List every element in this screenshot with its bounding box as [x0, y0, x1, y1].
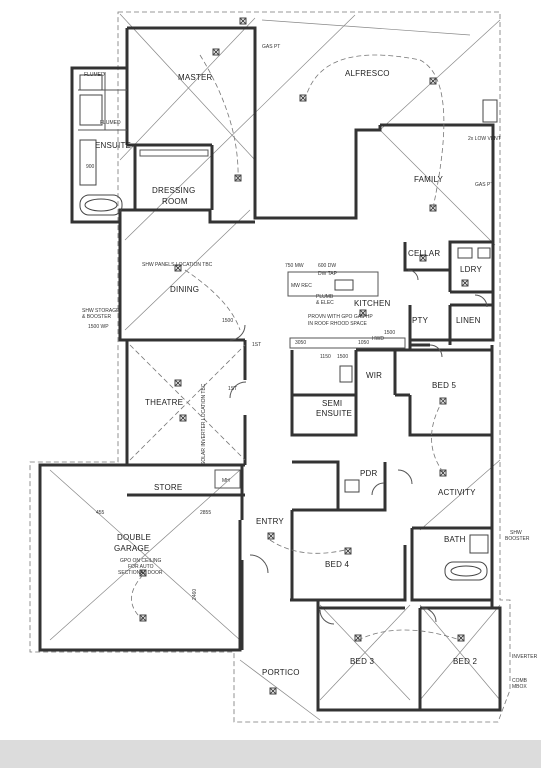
room-master: MASTER	[178, 73, 213, 82]
roof-outline	[29, 11, 511, 723]
note-1st-b: 1ST	[228, 386, 237, 392]
room-cellar: CELLAR	[408, 249, 440, 258]
note-dw-tap: DW TAP	[318, 271, 338, 277]
room-bed2: BED 2	[453, 657, 477, 666]
note-shw-booster-right-2: BOOSTER	[505, 536, 530, 542]
note-shw-booster-right-1: SHW	[510, 530, 522, 536]
note-gpo-gas-1: PROVN WITH GPO GAS HP	[308, 314, 373, 320]
room-family: FAMILY	[414, 175, 444, 184]
fixtures	[79, 74, 498, 581]
note-1500-b: 1500	[384, 330, 395, 336]
interior-walls	[78, 68, 493, 710]
note-shw-storage-2: & BOOSTER	[82, 314, 112, 320]
note-tv-panel: SOLAR INVERTER LOCATION TBC	[201, 383, 207, 465]
room-garage-line2: GARAGE	[114, 544, 149, 553]
room-garage-line1: DOUBLE	[117, 533, 151, 542]
note-1050: 1050	[358, 340, 369, 346]
note-plumb-2: & ELEC	[316, 300, 334, 306]
room-linen: LINEN	[456, 316, 481, 325]
door-swings	[229, 269, 488, 625]
note-900: 900	[86, 164, 95, 170]
note-2855: 2855	[200, 510, 211, 516]
note-gpo-ceiling-1: GPO ON CEILING	[120, 558, 162, 564]
note-1500-c: 1500	[337, 354, 348, 360]
room-portico: PORTICO	[262, 668, 300, 677]
paper-edge-shadow	[0, 740, 541, 768]
note-1st-a: 1ST	[252, 342, 261, 348]
room-activity: ACTIVITY	[438, 488, 476, 497]
note-mw-rec: MW REC	[291, 283, 312, 289]
note-combi-1: COMB	[512, 678, 528, 684]
room-dining: DINING	[170, 285, 199, 294]
note-455: 455	[96, 510, 105, 516]
room-wir: WIR	[366, 371, 382, 380]
note-hwd: HWD	[372, 336, 384, 342]
light-fixtures	[139, 17, 469, 695]
note-flumed-2: FLUMED	[100, 120, 121, 126]
room-kitchen: KITCHEN	[354, 299, 391, 308]
note-1500-wp: 1500 WP	[88, 324, 109, 330]
room-ldry: LDRY	[460, 265, 482, 274]
room-pty: PTY	[412, 316, 429, 325]
note-750-mw: 750 MW	[285, 263, 304, 269]
note-inverter: INVERTER	[512, 654, 538, 660]
note-flumed-1: FLUMED	[84, 72, 105, 78]
note-2460: 2460	[192, 589, 198, 600]
roof-hip-lines	[49, 13, 501, 721]
room-store: STORE	[154, 483, 182, 492]
room-alfresco: ALFRESCO	[345, 69, 390, 78]
note-gas-pt-top: GAS PT	[262, 44, 280, 50]
room-semi-line2: ENSUITE	[316, 409, 352, 418]
room-bed3: BED 3	[350, 657, 374, 666]
room-ensuite: ENSUITE	[95, 141, 131, 150]
note-gpo-ceiling-2: FOR AUTO	[128, 564, 154, 570]
room-dressing-line1: DRESSING	[152, 186, 195, 195]
room-bed4: BED 4	[325, 560, 349, 569]
note-1150: 1150	[320, 354, 331, 360]
plan-notes: GAS PT GAS PT 2x LOW VENT FLUMED FLUMED …	[82, 44, 538, 690]
light-circuit-lines	[131, 54, 461, 641]
note-3050: 3050	[295, 340, 306, 346]
room-dressing-line2: ROOM	[162, 197, 188, 206]
note-combi-2: MBOX	[512, 684, 527, 690]
note-plumb-1: PLUMB	[316, 294, 334, 300]
room-entry: ENTRY	[256, 517, 284, 526]
room-labels: MASTER ALFRESCO ENSUITE DRESSING ROOM FA…	[95, 69, 482, 677]
note-mh: MH	[222, 478, 230, 484]
note-gas-pt-family: GAS PT	[475, 182, 493, 188]
note-1500-a: 1500	[222, 318, 233, 324]
room-theatre: THEATRE	[145, 398, 183, 407]
note-low-vent: 2x LOW VENT	[468, 136, 501, 142]
room-bath: BATH	[444, 535, 466, 544]
note-shw-panels: SHW PANELS LOCATION TBC	[142, 262, 213, 268]
room-bed5: BED 5	[432, 381, 456, 390]
room-pdr: PDR	[360, 469, 378, 478]
room-semi-line1: SEMI	[322, 399, 342, 408]
note-shw-storage-1: SHW STORAGE	[82, 308, 120, 314]
note-gpo-gas-2: IN ROOF RHOOD SPACE	[308, 321, 367, 327]
note-600-dw: 600 DW	[318, 263, 336, 269]
note-gpo-ceiling-3: SECTIONAL DOOR	[118, 570, 163, 576]
